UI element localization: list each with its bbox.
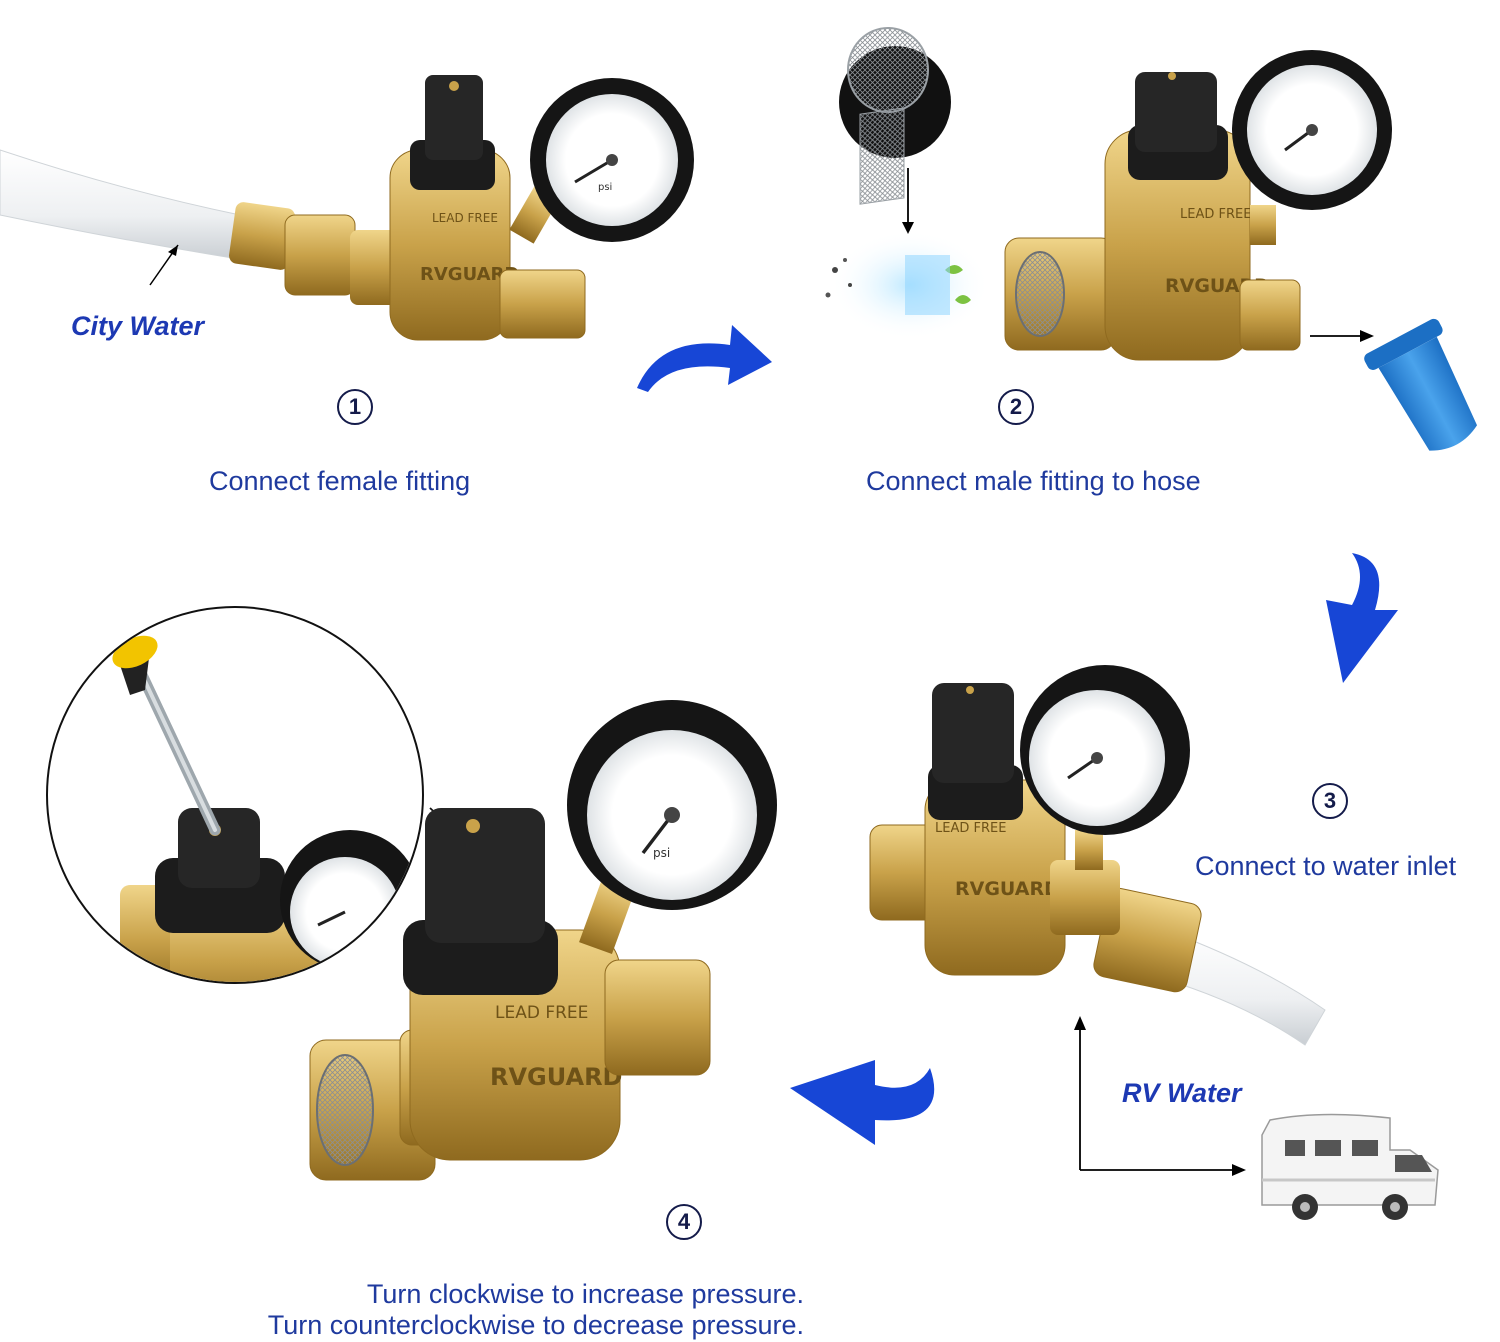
lead-free-mark-3: LEAD FREE bbox=[935, 821, 1006, 836]
step-4-caption-line-2: Turn counterclockwise to decrease pressu… bbox=[267, 1310, 804, 1340]
zoom-detail-circle bbox=[46, 606, 424, 984]
step-1-caption: Connect female fitting bbox=[209, 466, 471, 496]
blue-filter-insert-icon bbox=[1364, 318, 1478, 451]
regulator-step1-illustration: LEAD FREE RVGUARD psi bbox=[0, 75, 694, 341]
step-2-caption: Connect male fitting to hose bbox=[866, 466, 1201, 496]
rv-water-label: RV Water bbox=[1122, 1078, 1242, 1108]
city-water-label: City Water bbox=[71, 311, 205, 341]
lead-free-mark-2: LEAD FREE bbox=[1180, 207, 1251, 222]
regulator-step3-illustration: LEAD FREE RVGUARD bbox=[869, 665, 1326, 1046]
step-4-caption: Turn clockwise to increase pressure. Tur… bbox=[268, 1279, 804, 1341]
curved-arrow-icon-down bbox=[1326, 553, 1398, 683]
brand-mark-3: RVGUARD bbox=[955, 878, 1060, 900]
brand-mark-4: RVGUARD bbox=[490, 1063, 622, 1091]
step-3-number: 3 bbox=[1312, 783, 1348, 819]
gauge-unit-4: psi bbox=[653, 846, 670, 860]
rv-camper-icon bbox=[1261, 1113, 1439, 1220]
gauge-unit-1: psi bbox=[598, 182, 612, 193]
regulator-step4-illustration: LEAD FREE RVGUARD psi bbox=[309, 700, 777, 1181]
lead-free-mark-4: LEAD FREE bbox=[495, 1003, 588, 1023]
step-4-number: 4 bbox=[666, 1204, 702, 1240]
regulator-step2-illustration: LEAD FREE RVGUARD bbox=[1004, 50, 1392, 361]
step-4-caption-line-1: Turn clockwise to increase pressure. bbox=[366, 1279, 804, 1309]
filter-screen-illustration bbox=[825, 27, 990, 340]
rv-water-pointer bbox=[1074, 1016, 1246, 1176]
step-2-number: 2 bbox=[998, 389, 1034, 425]
step-1-number: 1 bbox=[337, 389, 373, 425]
lead-free-mark: LEAD FREE bbox=[432, 211, 498, 225]
step-3-caption: Connect to water inlet bbox=[1195, 851, 1457, 881]
curved-arrow-icon bbox=[637, 325, 772, 392]
brand-mark: RVGUARD bbox=[420, 264, 519, 285]
curved-arrow-icon-left bbox=[790, 1060, 935, 1145]
